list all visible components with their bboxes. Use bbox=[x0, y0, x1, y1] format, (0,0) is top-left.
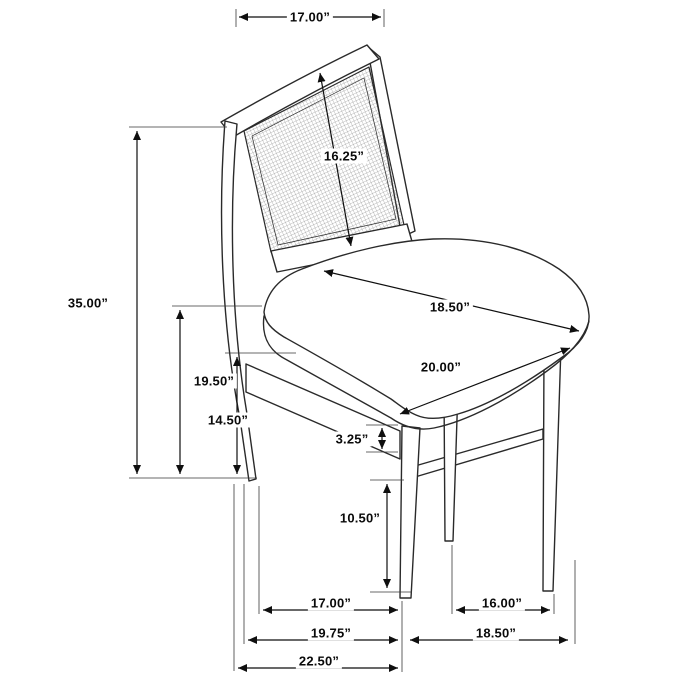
dim-label-base-overall: 22.50” bbox=[295, 653, 343, 669]
dim-label-leg-clearance: 10.50” bbox=[336, 510, 384, 526]
crest-rail bbox=[220, 44, 380, 138]
dim-label-back-width: 17.00” bbox=[286, 9, 334, 25]
dim-label-back-panel-height: 16.25” bbox=[320, 148, 368, 164]
extension-lines-path bbox=[129, 9, 576, 672]
dim-label-overall-height: 35.00” bbox=[64, 295, 112, 311]
front-left-leg bbox=[399, 425, 421, 599]
extension-lines bbox=[129, 9, 576, 672]
dim-label-seat-width: 20.00” bbox=[417, 359, 465, 375]
seat-cushion bbox=[263, 238, 590, 419]
dim-label-seat-thickness: 3.25” bbox=[332, 431, 372, 447]
dim-label-seat-height: 19.50” bbox=[190, 373, 238, 389]
dim-label-seat-depth: 18.50” bbox=[426, 299, 474, 315]
dim-line-seat-width bbox=[399, 347, 571, 415]
chair-drawing bbox=[220, 44, 590, 599]
dim-label-base-left-inner: 17.00” bbox=[307, 595, 355, 611]
back-left-post-rear-leg bbox=[220, 120, 257, 482]
front-right-leg bbox=[542, 345, 562, 592]
front-stretcher bbox=[414, 428, 544, 478]
dim-label-base-left-outer: 19.75” bbox=[307, 625, 355, 641]
dim-label-apron-height: 14.50” bbox=[204, 412, 252, 428]
dim-label-base-right-inner: 16.00” bbox=[478, 595, 526, 611]
dim-label-base-right-outer: 18.50” bbox=[472, 625, 520, 641]
